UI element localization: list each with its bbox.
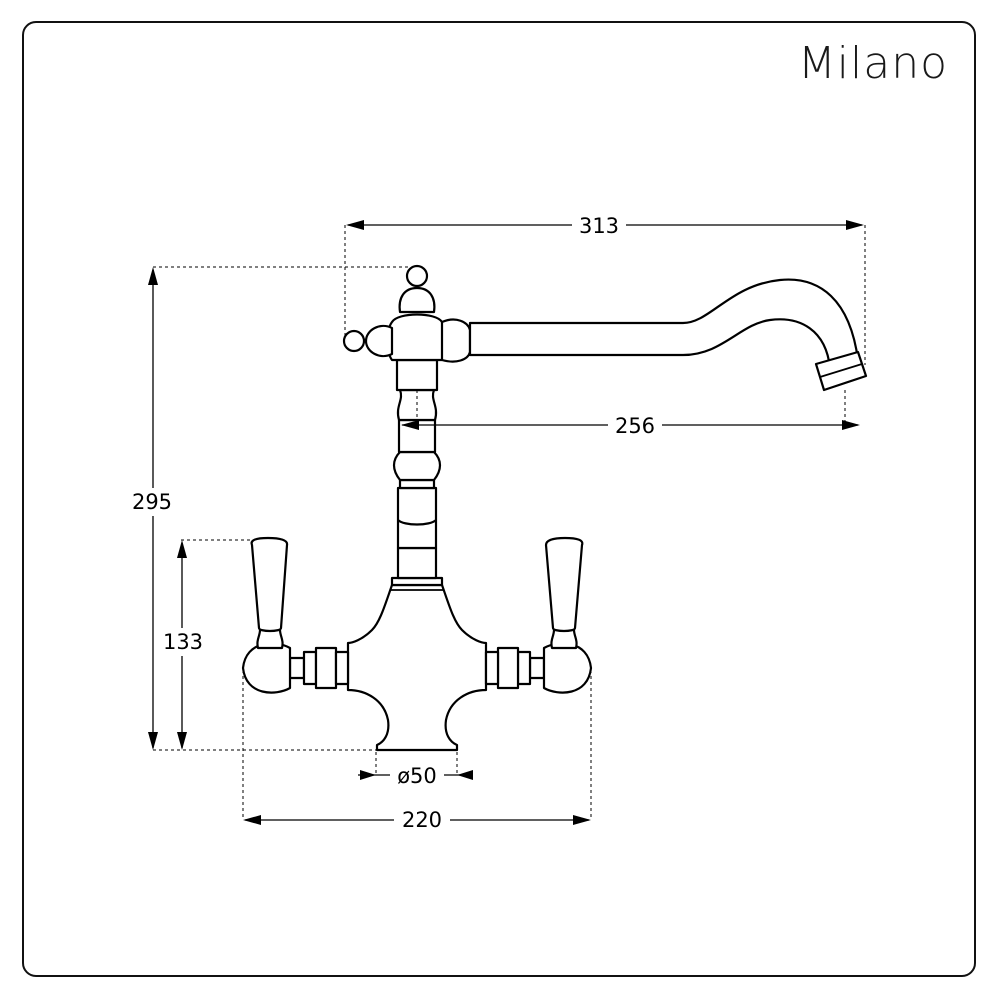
head-top-finial xyxy=(405,264,429,288)
drawing-frame xyxy=(22,21,976,977)
arrow-right xyxy=(573,815,591,825)
column-seg-2 xyxy=(396,486,438,550)
left-lever-neck xyxy=(256,628,284,650)
label-spout-span: 313 xyxy=(579,214,619,238)
right-lever xyxy=(544,536,584,633)
mixer-head xyxy=(386,313,448,362)
left-valve-nut-1 xyxy=(302,650,318,686)
label-total-height: 295 xyxy=(132,490,172,514)
left-handle-hub xyxy=(241,642,292,694)
arrow-right xyxy=(846,220,864,230)
left-valve-nut-3 xyxy=(334,650,350,686)
column-collar xyxy=(390,576,444,587)
arrow-right xyxy=(842,420,860,430)
left-lever xyxy=(250,536,289,633)
right-valve-nut-1 xyxy=(516,650,532,686)
column-seg-1 xyxy=(396,546,438,580)
extension-lines xyxy=(153,225,866,820)
dimension-labels: 313 256 295 133 ø50 220 xyxy=(126,212,662,834)
column-bead xyxy=(392,450,442,482)
right-handle-hub xyxy=(542,642,593,694)
right-valve xyxy=(484,536,593,694)
column-ring-1 xyxy=(398,478,436,490)
faucet-body xyxy=(346,583,488,752)
label-base-diameter: ø50 xyxy=(397,764,437,788)
arrow-right xyxy=(360,770,376,780)
right-valve-stem xyxy=(528,656,546,680)
right-valve-nut-3 xyxy=(484,650,500,686)
arrow-down xyxy=(177,732,187,750)
label-spout-reach: 256 xyxy=(615,414,655,438)
column-seg-4 xyxy=(395,358,439,392)
head-left-knob xyxy=(364,324,394,358)
aerator-ring xyxy=(819,363,863,378)
label-handle-span: 220 xyxy=(402,808,442,832)
right-valve-nut-2 xyxy=(496,646,520,690)
right-lever-neck xyxy=(550,628,578,650)
arrow-left xyxy=(243,815,261,825)
label-handle-height: 133 xyxy=(163,630,203,654)
left-valve-stem xyxy=(288,656,306,680)
arrow-up xyxy=(148,267,158,285)
brand-logo-text: Milano xyxy=(797,38,948,89)
spout xyxy=(468,278,860,370)
head-left-finial xyxy=(342,329,366,353)
faucet-outline xyxy=(241,264,868,752)
arrow-left xyxy=(346,220,364,230)
head-right-knob xyxy=(440,318,472,363)
head-top-cap xyxy=(398,286,436,314)
arrow-left xyxy=(401,420,419,430)
arrow-left xyxy=(457,770,473,780)
left-valve xyxy=(241,536,350,694)
arrow-up xyxy=(177,540,187,558)
arrow-down xyxy=(148,732,158,750)
left-valve-nut-2 xyxy=(314,646,338,690)
